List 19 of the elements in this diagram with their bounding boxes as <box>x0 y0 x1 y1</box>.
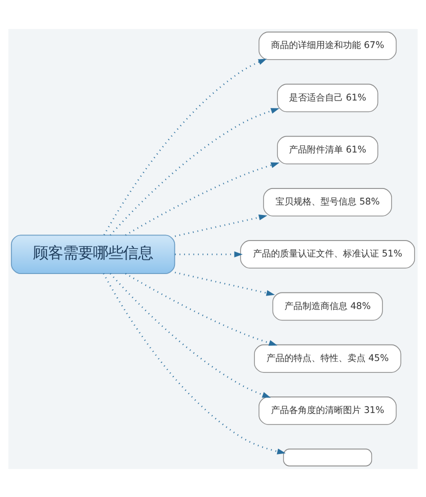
node-box: 顾客需要哪些信息 <box>10 234 176 274</box>
arrow <box>125 272 278 346</box>
arrow <box>174 214 268 236</box>
node-box: 产品的质量认证文件、标准认证 51% <box>240 240 415 268</box>
arrow <box>110 108 280 236</box>
node-box: 是否适合自己 61% <box>277 83 378 112</box>
arrow <box>174 271 275 296</box>
node-box: 宝贝规格、型号信息 58% <box>263 188 392 216</box>
node-box: 产品制造商信息 48% <box>272 292 383 320</box>
arrow <box>103 58 267 235</box>
arrow <box>102 272 286 454</box>
node-box <box>283 448 372 466</box>
arrow <box>110 272 271 398</box>
node-box: 产品的特点、特性、卖点 45% <box>254 344 402 372</box>
node-box: 商品的详细用途和功能 67% <box>258 31 397 60</box>
node-box: 产品各角度的清晰图片 31% <box>258 396 397 424</box>
arrow <box>174 250 243 257</box>
arrow <box>125 162 280 236</box>
node-box: 产品附件清单 61% <box>277 135 378 164</box>
